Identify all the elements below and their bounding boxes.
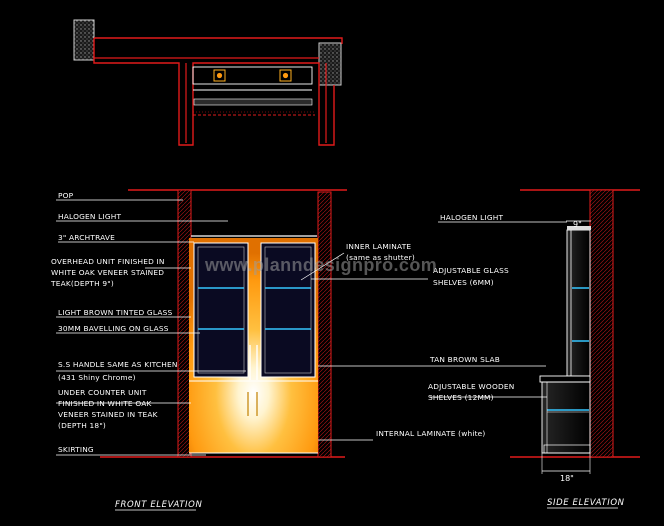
watermark-text: www.planndesignpro.com: [204, 255, 437, 275]
label-pop: POP: [58, 191, 74, 200]
right-wall-column: [317, 191, 332, 458]
side-under-counter: [541, 381, 591, 454]
plan-wall-outline: [93, 37, 343, 146]
plan-hatched-column-left: [73, 19, 95, 61]
label-adj-glass-1: ADJUSTABLE GLASS: [433, 266, 509, 275]
label-adj-glass-2: SHELVES (6MM): [433, 278, 494, 287]
label-tinted-glass: LIGHT BROWN TINTED GLASS: [58, 308, 172, 317]
glass-panel-left: [197, 246, 245, 374]
label-under-2: FINISHED IN WHITE OAK: [58, 399, 152, 408]
plan-shelf-strip: [193, 98, 313, 106]
glass-shutter-right: [260, 242, 316, 378]
label-bevelling: 30MM BAVELLING ON GLASS: [58, 324, 169, 333]
side-overhead-unit: [566, 229, 591, 377]
view-titles: FRONT ELEVATION SIDE ELEVATION: [115, 498, 625, 511]
plan-halogen-fixture: [216, 72, 223, 79]
label-adj-wood-2: SHELVES (12MM): [428, 393, 494, 402]
label-skirting: SKIRTING: [58, 445, 94, 454]
side-slab: [539, 375, 591, 383]
label-halogen-side: HALOGEN LIGHT: [440, 213, 504, 222]
label-tan-brown: TAN BROWN SLAB: [429, 355, 500, 364]
plan-cabinet-outline: [192, 66, 313, 85]
plan-halogen-fixture: [279, 69, 292, 82]
plan-hatched-column-right: [318, 42, 342, 86]
plan-halogen-fixture: [282, 72, 289, 79]
label-overhead-1: OVERHEAD UNIT FINISHED IN: [51, 257, 165, 266]
side-leaders: [430, 221, 567, 398]
side-wall: [589, 189, 614, 458]
dimension-depth-bottom: 18": [560, 474, 574, 483]
front-leaders: [56, 199, 430, 456]
label-handle-2: (431 Shiny Chrome): [58, 373, 136, 382]
label-inner-laminate-1: INNER LAMINATE: [346, 242, 411, 251]
label-inner-laminate-2: (same as shutter): [346, 253, 415, 262]
annotation-labels: POP HALOGEN LIGHT 3" ARCHTRAVE OVERHEAD …: [50, 191, 582, 483]
title-side-elevation: SIDE ELEVATION: [547, 498, 625, 508]
label-overhead-3: TEAK(DEPTH 9"): [50, 279, 114, 288]
glass-shutter-left: [193, 242, 249, 378]
label-adj-wood-1: ADJUSTABLE WOODEN: [428, 382, 514, 391]
label-under-3: VENEER STAINED IN TEAK: [58, 410, 158, 419]
front-elevation: [100, 189, 347, 458]
plan-view: [73, 19, 343, 146]
label-overhead-2: WHITE OAK VENEER STAINED: [51, 268, 164, 277]
side-skirting: [543, 444, 591, 454]
label-under-4: (DEPTH 18"): [58, 421, 106, 430]
side-elevation: [510, 189, 640, 474]
label-halogen-front: HALOGEN LIGHT: [58, 212, 122, 221]
label-internal-laminate: INTERNAL LAMINATE (white): [376, 429, 486, 438]
glass-panel-right: [264, 246, 312, 374]
plan-halogen-fixture: [213, 69, 226, 82]
label-architrave: 3" ARCHTRAVE: [58, 233, 115, 242]
label-under-1: UNDER COUNTER UNIT: [58, 388, 147, 397]
dimension-depth-top: 9": [573, 220, 582, 229]
side-halogen-bar: [567, 226, 591, 230]
title-front-elevation: FRONT ELEVATION: [115, 500, 202, 510]
label-handle-1: S.S HANDLE SAME AS KITCHEN: [58, 360, 178, 369]
